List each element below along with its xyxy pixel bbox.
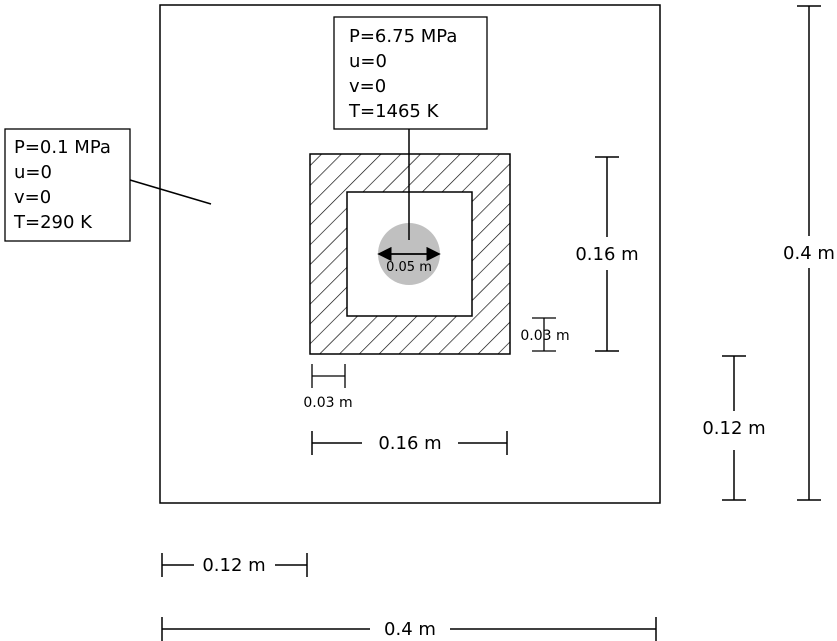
dim-wall-thickness-x xyxy=(311,364,346,388)
dim-wall-thickness-y-label: 0.03 m xyxy=(520,328,569,344)
inner-u: u=0 xyxy=(349,51,387,72)
outer-temperature: T=290 K xyxy=(13,212,93,233)
inner-pressure: P=6.75 MPa xyxy=(349,26,457,47)
dim-obstacle-width xyxy=(311,431,508,455)
outer-u: u=0 xyxy=(14,162,52,183)
dim-offset-x-label: 0.12 m xyxy=(202,555,265,576)
outer-v: v=0 xyxy=(14,187,51,208)
dim-domain-width xyxy=(161,617,657,641)
dim-offset-y-label: 0.12 m xyxy=(702,418,765,439)
outer-pressure: P=0.1 MPa xyxy=(14,137,111,158)
outer-leader-line xyxy=(129,179,212,205)
dim-obstacle-height-label: 0.16 m xyxy=(575,244,638,265)
inner-temperature: T=1465 K xyxy=(348,101,440,122)
dim-domain-width-label: 0.4 m xyxy=(384,619,436,640)
hatched-wall xyxy=(309,153,511,355)
dim-obstacle-width-label: 0.16 m xyxy=(378,433,441,454)
domain-boundary xyxy=(159,4,661,504)
dim-domain-height-label: 0.4 m xyxy=(783,243,835,264)
inner-v: v=0 xyxy=(349,76,386,97)
dim-obstacle-height xyxy=(595,156,619,352)
source-diameter-label: 0.05 m xyxy=(386,260,432,275)
dim-domain-height xyxy=(797,5,821,501)
inner-conditions-box: P=6.75 MPa u=0 v=0 T=1465 K xyxy=(333,16,488,130)
dim-wall-thickness-x-label: 0.03 m xyxy=(303,395,352,411)
dim-offset-y xyxy=(722,355,746,501)
outer-conditions-box: P=0.1 MPa u=0 v=0 T=290 K xyxy=(4,128,131,242)
dim-offset-x xyxy=(161,553,308,577)
dim-wall-thickness-y xyxy=(532,317,556,352)
